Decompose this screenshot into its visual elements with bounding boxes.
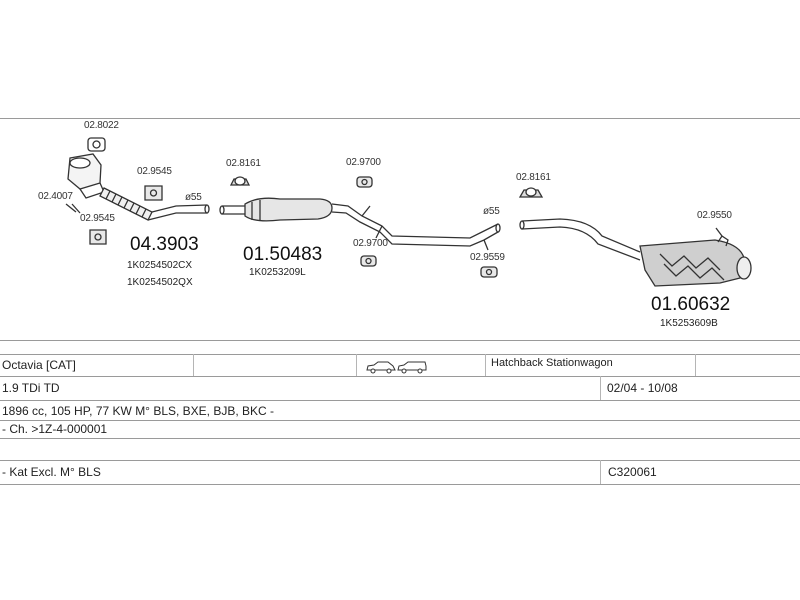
part-label-02-9545-bottom: 02.9545 <box>80 213 115 224</box>
column-divider <box>193 354 194 376</box>
column-divider <box>695 354 696 376</box>
clamp-icon <box>65 203 81 214</box>
part-label-02-9700-top: 02.9700 <box>346 157 381 168</box>
assembly-ref: 1K0254502CX <box>127 260 193 271</box>
rear-muffler <box>519 218 752 287</box>
gasket-icon <box>87 137 106 152</box>
note-cell: - Kat Excl. M° BLS <box>2 465 101 479</box>
rubber-ring-icon <box>360 255 377 267</box>
rubber-ring-icon <box>480 266 498 278</box>
engine-cell: 1.9 TDi TD <box>2 381 60 395</box>
assembly-ref: 1K0253209L <box>249 267 306 278</box>
stationwagon-icon <box>397 361 427 371</box>
column-divider <box>600 376 601 400</box>
part-label-02-9700-bottom: 02.9700 <box>353 238 388 249</box>
hanger-icon <box>518 187 544 198</box>
column-divider <box>356 354 357 376</box>
part-label-02-8161-b: 02.8161 <box>516 172 551 183</box>
catalytic-converter <box>67 153 113 199</box>
table-rule <box>0 438 800 439</box>
diameter-label: ø55 <box>483 206 500 217</box>
part-label-02-8022: 02.8022 <box>84 120 119 131</box>
assembly-ref: 1K0254502QX <box>127 277 193 288</box>
part-label-02-8161-a: 02.8161 <box>226 158 261 169</box>
table-rule <box>0 460 800 461</box>
vehicle-info-table: Octavia [CAT] Hatchback Stationwagon 1.9… <box>0 340 800 500</box>
diagram-drawing <box>65 137 752 287</box>
car-body-icons <box>366 361 427 374</box>
part-label-02-9545-top: 02.9545 <box>137 166 172 177</box>
column-divider <box>485 354 486 376</box>
part-label-02-4007: 02.4007 <box>38 191 73 202</box>
chassis-cell: - Ch. >1Z-4-000001 <box>2 422 108 436</box>
assembly-number: 04.3903 <box>130 234 199 255</box>
column-divider <box>600 460 601 484</box>
period-cell: 02/04 - 10/08 <box>607 381 678 395</box>
hanger-icon <box>229 176 251 186</box>
table-rule <box>0 376 800 377</box>
table-rule <box>0 484 800 485</box>
rubber-mount-icon <box>144 185 163 201</box>
hatchback-icon <box>366 361 396 371</box>
code-cell: C320061 <box>608 465 657 479</box>
table-rule <box>0 340 800 341</box>
diagram-top-border <box>0 118 800 119</box>
rubber-mount-icon <box>89 229 107 245</box>
assembly-number: 01.60632 <box>651 294 731 315</box>
exhaust-system-diagram: 02.8022 02.4007 02.9545 02.9545 ø55 02.8… <box>0 118 800 329</box>
table-rule <box>0 354 800 355</box>
table-rule <box>0 400 800 401</box>
part-label-02-9559: 02.9559 <box>470 252 505 263</box>
front-pipe-upper <box>151 204 208 213</box>
assembly-number: 01.50483 <box>243 244 323 265</box>
table-rule <box>0 420 800 421</box>
assembly-ref: 1K5253609B <box>660 318 718 329</box>
body-types-cell: Hatchback Stationwagon <box>491 357 613 369</box>
engine-details-cell: 1896 cc, 105 HP, 77 KW M° BLS, BXE, BJB,… <box>2 404 275 418</box>
part-label-02-9550: 02.9550 <box>697 210 732 221</box>
rubber-ring-icon <box>356 176 373 188</box>
front-pipe-lower <box>147 212 207 221</box>
middle-muffler <box>219 197 501 251</box>
model-cell: Octavia [CAT] <box>2 358 76 372</box>
diameter-label: ø55 <box>185 192 202 203</box>
